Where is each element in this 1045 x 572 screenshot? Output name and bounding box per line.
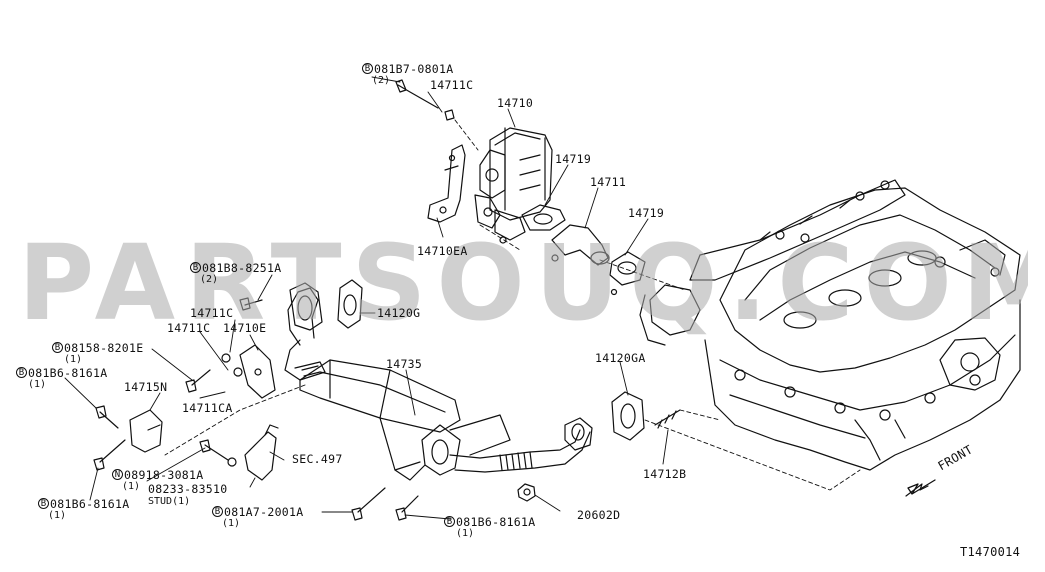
part-label-081b6-8161a-2[interactable]: 081B6-8161A bbox=[50, 497, 130, 511]
bracket-14711ca bbox=[199, 424, 279, 481]
engine-cylinder-head bbox=[639, 179, 1021, 471]
bolt-symbol: B bbox=[212, 506, 223, 517]
part-label-14711ca[interactable]: 14711CA bbox=[182, 401, 233, 415]
part-label-081b6-8161a-1[interactable]: 081B6-8161A bbox=[28, 366, 108, 380]
stud-14712b bbox=[654, 409, 681, 429]
front-arrow-icon bbox=[905, 479, 936, 497]
part-label-081b6-8161a-3[interactable]: 081B6-8161A bbox=[456, 515, 536, 529]
stud-label: STUD(1) bbox=[148, 496, 191, 507]
qty-08158-8201e: (1) bbox=[64, 354, 83, 365]
diagram-code: T1470014 bbox=[960, 545, 1021, 559]
part-label-14711c-mid[interactable]: 14711C bbox=[190, 306, 234, 320]
nut-symbol: N bbox=[112, 469, 123, 480]
gasket-14719-upper bbox=[521, 204, 566, 231]
gasket-14719-lower bbox=[609, 251, 646, 296]
egr-pipe-14711 bbox=[551, 224, 610, 266]
part-label-08158-8201e[interactable]: 08158-8201E bbox=[64, 341, 144, 355]
leader-lines bbox=[64, 76, 861, 520]
part-label-081a7-2001a[interactable]: 081A7-2001A bbox=[224, 505, 304, 519]
qty-08918-3081a: (1) bbox=[122, 481, 141, 492]
qty-081b6-8161a-1: (1) bbox=[28, 379, 47, 390]
part-label-081b7-0801a[interactable]: 081B7-0801A bbox=[374, 62, 454, 76]
qty-081b8-8251a: (2) bbox=[200, 274, 219, 285]
part-label-14712b[interactable]: 14712B bbox=[643, 467, 687, 481]
part-label-14715n[interactable]: 14715N bbox=[124, 380, 168, 394]
watermark: PARTSOUQ.COM bbox=[18, 228, 1028, 338]
bolt-symbol: B bbox=[444, 516, 455, 527]
bolts-top bbox=[395, 79, 455, 121]
egr-valve bbox=[427, 127, 553, 244]
part-label-14120ga[interactable]: 14120GA bbox=[595, 351, 646, 365]
bracket-14715n bbox=[93, 369, 211, 471]
part-label-14719-a[interactable]: 14719 bbox=[555, 152, 592, 166]
part-label-14719-b[interactable]: 14719 bbox=[628, 206, 665, 220]
bolts-bottom bbox=[351, 487, 419, 521]
part-label-14710[interactable]: 14710 bbox=[497, 96, 534, 110]
bolt-symbol: B bbox=[16, 367, 27, 378]
qty-081b7-0801a: (2) bbox=[372, 75, 391, 86]
bolt-symbol: B bbox=[362, 63, 373, 74]
part-label-sec497[interactable]: SEC.497 bbox=[292, 452, 343, 466]
qty-081a7-2001a: (1) bbox=[222, 518, 241, 529]
part-label-20602d[interactable]: 20602D bbox=[577, 508, 621, 522]
gasket-14120ga bbox=[611, 391, 645, 441]
part-label-14711c-left[interactable]: 14711C bbox=[167, 321, 211, 335]
part-label-14710e[interactable]: 14710E bbox=[223, 321, 267, 335]
qty-081b6-8161a-2: (1) bbox=[48, 510, 67, 521]
bolt-symbol: B bbox=[190, 262, 201, 273]
part-label-08918-3081a[interactable]: 08918-3081A bbox=[124, 468, 204, 482]
flex-pipe bbox=[449, 417, 593, 473]
part-label-14120g[interactable]: 14120G bbox=[377, 306, 421, 320]
part-label-081b8-8251a[interactable]: 081B8-8251A bbox=[202, 261, 282, 275]
part-label-14710ea[interactable]: 14710EA bbox=[417, 244, 468, 258]
part-label-14711c-top[interactable]: 14711C bbox=[430, 78, 474, 92]
part-label-08233-83510[interactable]: 08233-83510 bbox=[148, 482, 228, 496]
bolt-symbol: B bbox=[52, 342, 63, 353]
part-label-14711[interactable]: 14711 bbox=[590, 175, 627, 189]
bolt-symbol: B bbox=[38, 498, 49, 509]
part-label-14735[interactable]: 14735 bbox=[386, 357, 423, 371]
nut-20602d bbox=[517, 483, 536, 502]
egr-cooler bbox=[284, 279, 511, 481]
qty-081b6-8161a-3: (1) bbox=[456, 528, 475, 539]
